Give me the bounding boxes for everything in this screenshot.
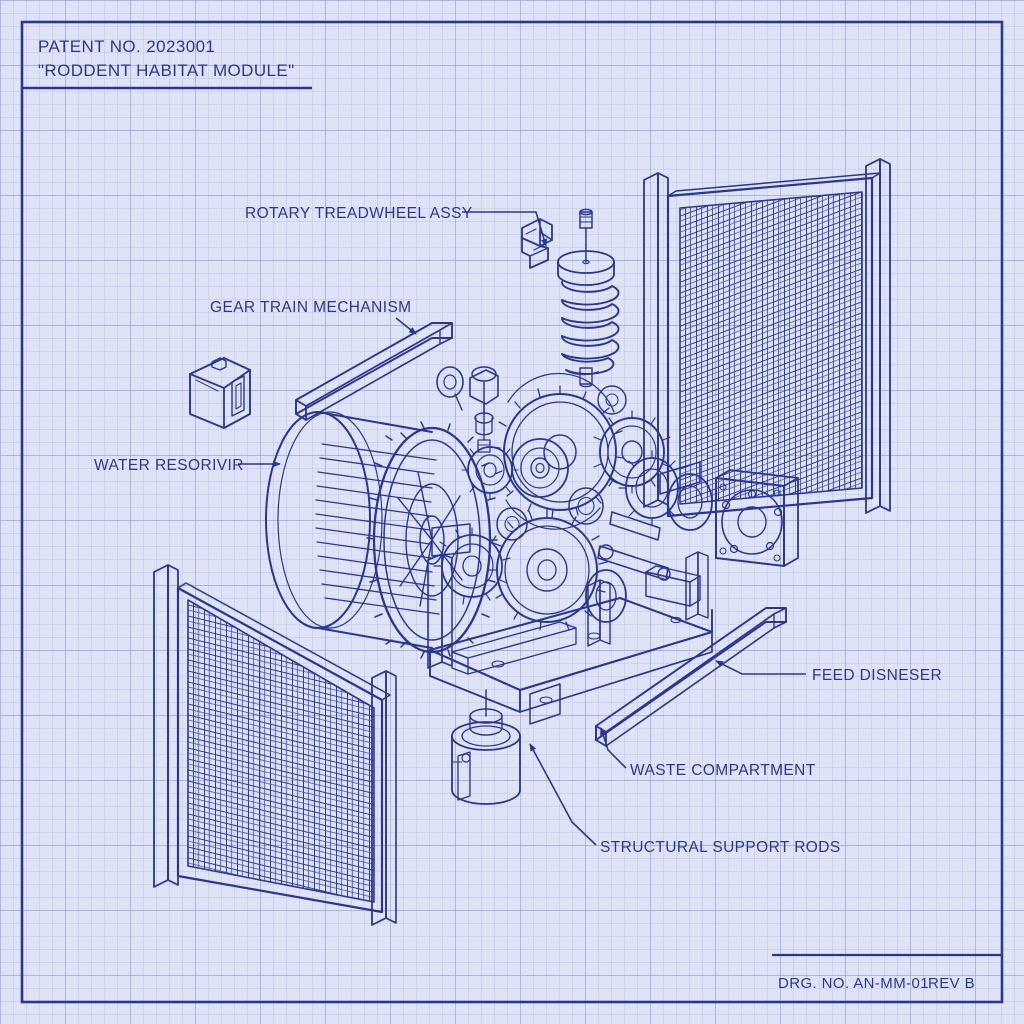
- project-name: "RODDENT HABITAT MODULE": [38, 61, 295, 80]
- revision: REV B: [928, 975, 975, 992]
- callout-label-water-reservoir: WATER RESORIVIR: [94, 457, 244, 474]
- leader-waste: [600, 727, 627, 769]
- waste-canister: [451, 689, 521, 805]
- mesh-panel-lower-left: [153, 564, 397, 926]
- leader-gear-train: [395, 317, 417, 335]
- gear-medium-right: [593, 410, 671, 494]
- adjustment-knob: [436, 366, 464, 411]
- title-block: PATENT NO. 2023001 "RODDENT HABITAT MODU…: [22, 37, 312, 90]
- drawing-number: DRG. NO. AN-MM-01: [778, 975, 929, 992]
- plunger-shaft: [477, 403, 491, 453]
- gear-large-middle: [488, 509, 608, 631]
- gear-pinion-b: [568, 487, 604, 525]
- gear-small-left: [433, 527, 511, 605]
- gear-pinion-c: [597, 385, 627, 415]
- support-rod: [595, 607, 787, 747]
- callout-label-treadwheel: ROTARY TREADWHEEL ASSY: [245, 205, 473, 222]
- callout-label-feed-dispenser: FEED DISNESER: [812, 667, 942, 684]
- leader-feed: [715, 660, 806, 675]
- footer-block: DRG. NO. AN-MM-01 REV B: [772, 953, 1002, 992]
- mesh-panel-upper-right: [643, 158, 891, 518]
- patent-number: PATENT NO. 2023001: [38, 37, 215, 56]
- gear-train-rail: [295, 322, 453, 421]
- leader-treadwheel: [462, 211, 548, 247]
- mesh-weave-lower: [188, 600, 374, 902]
- callout-label-gear-train: GEAR TRAIN MECHANISM: [210, 299, 412, 316]
- callout-label-support-rods: STRUCTURAL SUPPORT RODS: [600, 839, 841, 856]
- coil-spring: [557, 208, 620, 388]
- callout-leaders: [238, 211, 806, 846]
- drive-motor: [585, 461, 799, 623]
- gear-cluster: [433, 366, 686, 631]
- sheet-border: [20, 20, 1004, 1004]
- mesh-weave-upper: [680, 192, 862, 504]
- callout-labels: ROTARY TREADWHEEL ASSY GEAR TRAIN MECHAN…: [94, 205, 942, 856]
- gear-small-upper-left: [461, 440, 519, 500]
- treadwheel-drum: [265, 411, 498, 659]
- water-reservoir-box: [189, 357, 251, 429]
- callout-label-waste-compartment: WASTE COMPARTMENT: [630, 762, 816, 779]
- cam-housing: [469, 369, 499, 405]
- base-platform: [427, 551, 713, 725]
- leader-support-rods: [529, 743, 597, 846]
